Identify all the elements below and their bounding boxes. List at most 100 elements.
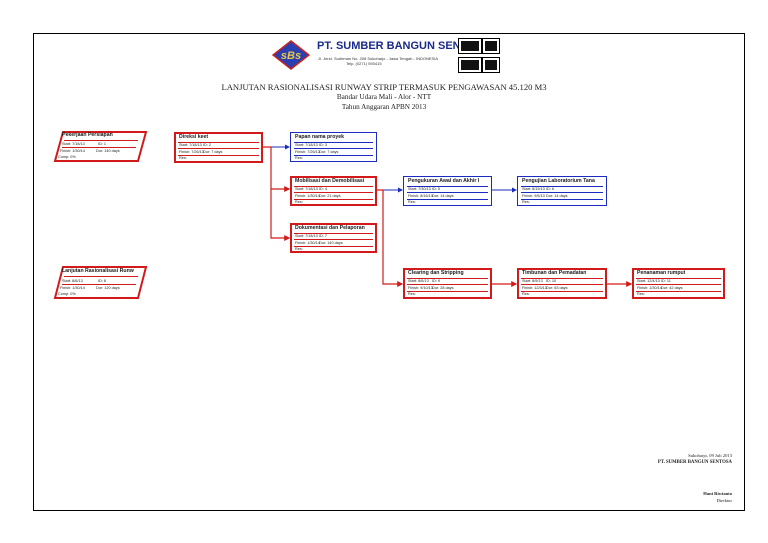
- iso-check-badge: [482, 38, 500, 54]
- task-start: Start: 7/30/13: [408, 187, 431, 191]
- summary-id: ID: 8: [98, 279, 107, 283]
- task-finish: Finish: 9/10/13: [408, 286, 433, 290]
- task-name: Pengukuran Awal dan Akhir I: [408, 178, 480, 184]
- task-name: Clearing dan Stripping: [408, 270, 464, 276]
- task-name: Papan nama proyek: [295, 134, 345, 140]
- summary-start: Start: 8/6/13: [62, 279, 83, 283]
- task-finish: Finish: 12/3/13: [522, 286, 547, 290]
- task-res: Res:: [295, 156, 303, 160]
- task-dur: Dur: 21 days: [319, 194, 341, 198]
- summary-node-8[interactable]: Lanjutan Rasionalisasi Runw Start: 8/6/1…: [48, 267, 148, 298]
- task-dur: Dur: 42 days: [661, 286, 683, 290]
- task-node-6[interactable]: Pengujian Laboratorium Tana Start: 8/19/…: [517, 176, 607, 206]
- task-start: Start: 8/6/13: [408, 279, 429, 283]
- task-id: ID: 2: [203, 143, 212, 147]
- task-res: Res:: [522, 200, 530, 204]
- task-id: ID: 9: [432, 279, 441, 283]
- summary-finish: Finish: 1/30/14: [60, 286, 85, 290]
- task-res: Res:: [295, 247, 303, 251]
- link-4-9: [377, 189, 404, 287]
- task-node-5[interactable]: Pengukuran Awal dan Akhir I Start: 7/30/…: [403, 176, 492, 206]
- task-name: Pengujian Laboratorium Tana: [522, 178, 595, 184]
- company-phone: Telp. (0271) 593415: [346, 61, 382, 66]
- task-name: Timbunan dan Pemadatan: [522, 270, 587, 276]
- task-res: Res:: [408, 292, 416, 296]
- task-id: ID: 4: [319, 187, 328, 191]
- chart-subtitle-location: Bandar Udara Mali - Alor - NTT: [336, 93, 432, 101]
- task-name: Penanaman rumput: [637, 270, 686, 276]
- sign-place-date: Sukoharjo, 09 Juli 2013: [688, 453, 732, 458]
- task-dur: Dur: 63 days: [546, 286, 568, 290]
- summary-comp: Comp: 0%: [58, 155, 76, 159]
- summary-shape-1: [53, 131, 148, 162]
- sign-role: Direktur: [716, 498, 732, 503]
- task-node-4[interactable]: Mobilisasi dan Demobilisasi Start: 7/18/…: [290, 176, 377, 206]
- summary-shape-8: [53, 266, 148, 299]
- iso-cert-badge: [458, 38, 482, 54]
- iso-check-badge-2: [482, 57, 500, 73]
- task-start: Start: 8/9/13: [522, 279, 543, 283]
- task-start: Start: 7/18/13: [295, 234, 318, 238]
- task-finish: Finish: 1/30/14: [295, 241, 320, 245]
- task-res: Res:: [637, 292, 645, 296]
- task-id: ID: 11: [661, 279, 671, 283]
- task-id: ID: 3: [319, 143, 328, 147]
- task-finish: Finish: 1/30/14: [637, 286, 662, 290]
- task-dur: Dur: 14 days: [546, 194, 568, 198]
- task-start: Start: 7/18/13: [295, 187, 318, 191]
- page-frame: [33, 33, 745, 511]
- iso-cert-badge-2: [458, 57, 482, 73]
- task-dur: Dur: 140 days: [319, 241, 343, 245]
- task-finish: Finish: 1/30/14: [295, 194, 320, 198]
- task-name: Mobilisasi dan Demobilisasi: [295, 178, 365, 184]
- task-res: Res:: [179, 156, 187, 160]
- task-name: Dokumentasi dan Pelaporan: [295, 225, 365, 231]
- task-id: ID: 7: [319, 234, 328, 238]
- chart-subtitle-budget: Tahun Anggaran APBN 2013: [341, 103, 427, 111]
- link-2-7: [270, 189, 291, 241]
- summary-name: Lanjutan Rasionalisasi Runw: [62, 268, 134, 274]
- task-finish: Finish: 7/26/13: [179, 150, 204, 154]
- task-res: Res:: [522, 292, 530, 296]
- task-id: ID: 5: [432, 187, 441, 191]
- summary-name: Pekerjaan Persiapan: [62, 132, 113, 138]
- task-start: Start: 7/18/13: [295, 143, 318, 147]
- sign-company: PT. SUMBER BANGUN SENTOSA: [657, 460, 732, 465]
- chart-title: LANJUTAN RASIONALISASI RUNWAY STRIP TERM…: [221, 82, 547, 92]
- task-start: Start: 12/4/13: [637, 279, 660, 283]
- task-dur: Dur: 14 days: [432, 194, 454, 198]
- link-2-4: [263, 146, 291, 192]
- summary-dur: Dur: 120 days: [96, 286, 120, 290]
- summary-comp: Comp: 0%: [58, 292, 76, 296]
- sign-name: Hani Riwianto: [703, 491, 732, 496]
- task-node-7[interactable]: Dokumentasi dan Pelaporan Start: 7/18/13…: [290, 223, 377, 253]
- task-finish: Finish: 9/5/13: [522, 194, 545, 198]
- task-finish: Finish: 8/16/13: [408, 194, 433, 198]
- summary-id: ID: 1: [98, 142, 107, 146]
- task-name: Direksi keet: [179, 134, 209, 140]
- company-address: Jl. Jend. Sudirman No. 208 Sukoharjo - J…: [318, 56, 438, 61]
- task-dur: Dur: 7 days: [203, 150, 223, 154]
- task-start: Start: 8/19/13: [522, 187, 545, 191]
- company-logo: sBs: [272, 40, 310, 70]
- task-id: ID: 10: [546, 279, 557, 283]
- logo-text: sBs: [281, 50, 301, 62]
- task-start: Start: 7/18/13: [179, 143, 202, 147]
- task-finish: Finish: 7/26/13: [295, 150, 320, 154]
- summary-finish: Finish: 1/30/14: [60, 149, 85, 153]
- task-res: Res:: [295, 200, 303, 204]
- summary-start: Start: 7/18/13: [62, 142, 85, 146]
- task-dur: Dur: 28 days: [432, 286, 454, 290]
- summary-dur: Dur: 140 days: [96, 149, 120, 153]
- company-name: PT. SUMBER BANGUN SENTOSA: [317, 40, 491, 52]
- task-dur: Dur: 7 days: [319, 150, 339, 154]
- task-id: ID: 6: [546, 187, 555, 191]
- task-res: Res:: [408, 200, 416, 204]
